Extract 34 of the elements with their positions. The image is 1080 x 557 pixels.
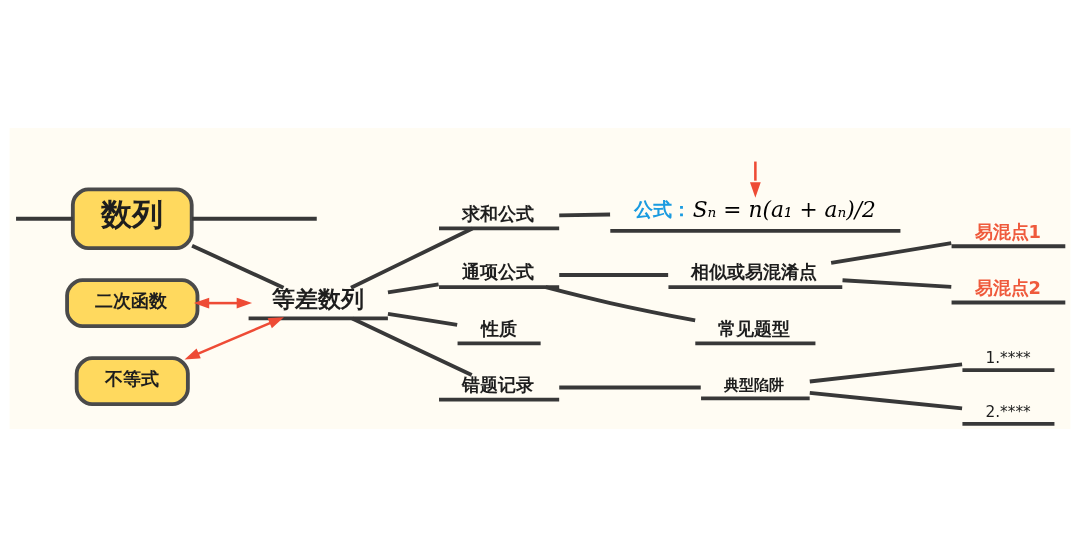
connector bbox=[192, 216, 317, 221]
node-box: 数列 bbox=[70, 187, 194, 251]
node-text: 求和公式 bbox=[462, 202, 535, 224]
node-text: 2.**** bbox=[985, 402, 1031, 421]
node-text: 公式：Sₙ = n(a₁ + aₙ)/2 bbox=[633, 196, 876, 222]
connector bbox=[809, 362, 963, 384]
connector bbox=[387, 282, 439, 295]
connector bbox=[842, 278, 952, 289]
arrow bbox=[193, 297, 253, 309]
connector bbox=[830, 241, 952, 265]
connector bbox=[387, 312, 458, 327]
node-text: 错题记录 bbox=[462, 373, 535, 395]
node-text: 易混点1 bbox=[974, 220, 1041, 242]
connector bbox=[191, 243, 285, 290]
connector bbox=[16, 216, 73, 221]
connector bbox=[559, 212, 611, 218]
connector bbox=[351, 316, 473, 377]
connector bbox=[809, 390, 963, 411]
connector bbox=[559, 273, 669, 277]
node-text: 等差数列 bbox=[271, 286, 364, 313]
node-text: 常见题型 bbox=[718, 317, 791, 339]
connector bbox=[545, 285, 696, 323]
connector bbox=[559, 385, 701, 390]
node-box: 不等式 bbox=[74, 356, 190, 406]
arrow bbox=[184, 317, 284, 360]
node-text: 1.**** bbox=[985, 349, 1031, 368]
node-text: 性质 bbox=[480, 317, 517, 339]
arrow bbox=[750, 161, 761, 198]
connector bbox=[350, 226, 474, 290]
node-text: 易混点2 bbox=[974, 276, 1041, 298]
node-text: 相似或易混淆点 bbox=[691, 261, 818, 283]
node-text: 典型陷阱 bbox=[724, 376, 785, 395]
node-box: 二次函数 bbox=[65, 278, 200, 329]
node-text: 通项公式 bbox=[462, 261, 535, 283]
